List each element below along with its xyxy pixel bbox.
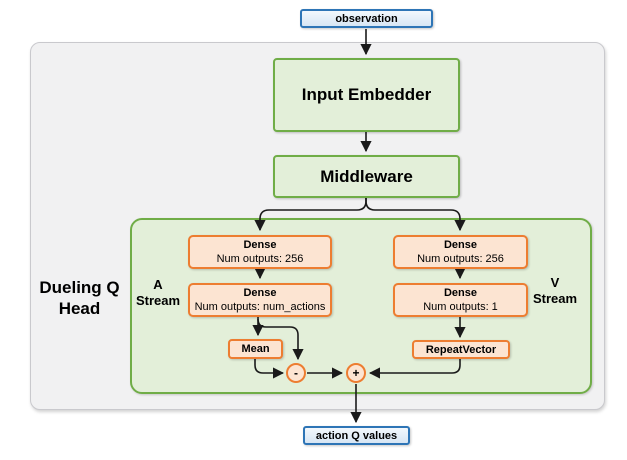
a-stream-label: A Stream (128, 277, 188, 309)
input-embedder-label: Input Embedder (301, 85, 432, 104)
minus-operator-node: - (286, 363, 306, 383)
observation-node: observation (300, 9, 433, 28)
a-dense-2-node: Dense Num outputs: num_actions (188, 283, 332, 317)
input-embedder-node: Input Embedder (273, 58, 460, 132)
repeat-vector-node: RepeatVector (412, 340, 510, 359)
v-dense-1-subtitle: Num outputs: 256 (417, 253, 504, 265)
a-dense-1-node: Dense Num outputs: 256 (188, 235, 332, 269)
dueling-head-label: Dueling Q Head (26, 277, 133, 319)
a-dense-2-subtitle: Num outputs: num_actions (194, 301, 326, 313)
v-stream-label-line1: V (550, 275, 560, 290)
a-stream-label-line1: A (153, 277, 163, 292)
v-stream-label: V Stream (525, 275, 585, 307)
a-dense-2-title: Dense (243, 287, 277, 299)
a-stream-label-line2: Stream (135, 293, 181, 308)
a-dense-1-subtitle: Num outputs: 256 (216, 253, 304, 265)
middleware-node: Middleware (273, 155, 460, 198)
dueling-head-label-line2: Head (58, 299, 101, 318)
action-q-values-label: action Q values (315, 429, 398, 442)
v-dense-1-title: Dense (443, 239, 478, 251)
v-dense-2-node: Dense Num outputs: 1 (393, 283, 528, 317)
v-stream-label-line2: Stream (532, 291, 578, 306)
a-dense-1-title: Dense (243, 239, 277, 251)
action-q-values-node: action Q values (303, 426, 410, 445)
plus-operator-label: + (352, 366, 360, 380)
plus-operator-node: + (346, 363, 366, 383)
dueling-head-label-line1: Dueling Q (39, 278, 120, 297)
v-dense-1-node: Dense Num outputs: 256 (393, 235, 528, 269)
minus-operator-label: - (294, 366, 298, 380)
middleware-label: Middleware (320, 166, 413, 186)
v-dense-2-subtitle: Num outputs: 1 (423, 301, 498, 313)
mean-node: Mean (228, 339, 283, 359)
v-dense-2-title: Dense (443, 287, 478, 299)
repeat-vector-label: RepeatVector (425, 343, 497, 356)
mean-label: Mean (241, 343, 270, 355)
observation-label: observation (335, 12, 398, 25)
